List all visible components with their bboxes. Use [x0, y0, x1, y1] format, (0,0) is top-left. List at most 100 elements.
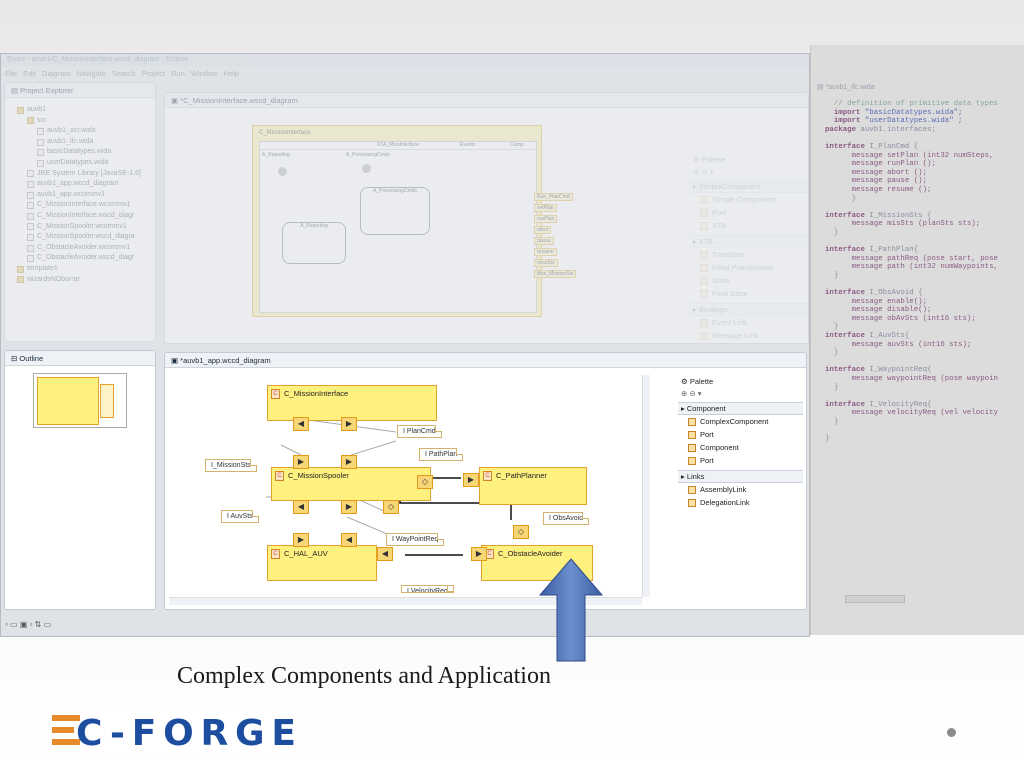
port-icon[interactable]: ▶: [293, 533, 309, 547]
palette-item-event-link[interactable]: Event Link: [690, 316, 808, 329]
port-icon[interactable]: ◇: [383, 500, 399, 514]
port-icon[interactable]: ◇: [513, 525, 529, 539]
palette-item-xta[interactable]: XTA: [690, 219, 808, 232]
palette-item-final-state[interactable]: Final State: [690, 287, 808, 300]
port-icon[interactable]: ▶: [341, 417, 357, 431]
interface-note[interactable]: I PathPlan: [419, 448, 464, 461]
palette-item-assemblylink[interactable]: AssemblyLink: [678, 483, 803, 496]
palette-item-message-link[interactable]: Message Link: [690, 329, 808, 342]
tree-item[interactable]: C_MissionInterface.wscd_diagr: [9, 211, 141, 222]
state-processing[interactable]: A_ProcessingCmds: [360, 187, 430, 235]
port-icon[interactable]: ◀: [293, 500, 309, 514]
palette-item-state[interactable]: State: [690, 274, 808, 287]
interface-note[interactable]: I ObsAvoid: [543, 512, 590, 525]
interface-note[interactable]: I VelocityReq: [401, 585, 454, 593]
tree-item[interactable]: JRE System Library [JavaSE-1.6]: [9, 169, 141, 180]
interface-note[interactable]: I PlanCmd: [397, 425, 442, 438]
code-scrollbar[interactable]: [845, 595, 905, 603]
palette-group-xta[interactable]: ▸ XTA: [690, 235, 808, 248]
interface-note[interactable]: I WayPointReq: [386, 533, 445, 546]
port-icon[interactable]: ◀: [293, 417, 309, 431]
xta-port[interactable]: pause: [534, 237, 554, 245]
menu-item-help[interactable]: Help: [223, 69, 239, 78]
palette-item-port[interactable]: Port: [678, 454, 803, 467]
tree-item[interactable]: wizardsNOborrar: [9, 275, 141, 286]
code-text-line: message resume ();: [825, 185, 932, 194]
palette-item-delegationlink[interactable]: DelegationLink: [678, 496, 803, 509]
outline-tab[interactable]: ⊟ Outline: [5, 351, 155, 366]
palette-group-simplecomponent[interactable]: ▸ SimpleComponent: [690, 180, 808, 193]
xta-port[interactable]: Run_PlanCmd: [534, 193, 573, 201]
tree-item[interactable]: template1: [9, 264, 141, 275]
port-icon[interactable]: ◀: [341, 533, 357, 547]
port-icon[interactable]: ▶: [293, 455, 309, 469]
port-icon[interactable]: ▶: [471, 547, 487, 561]
menu-item-search[interactable]: Search: [111, 69, 136, 78]
menu-item-file[interactable]: File: [5, 69, 18, 78]
diagram-icon: ▣: [171, 356, 181, 365]
palette-item-label: Component: [700, 443, 739, 452]
port-icon[interactable]: ◇: [417, 475, 433, 489]
outline-thumbnail[interactable]: [33, 373, 127, 428]
mission-interface-tab[interactable]: ▣ *C_MissionInterface.wscd_diagram: [165, 93, 808, 108]
app-diagram-tab[interactable]: ▣ *auvb1_app.wccd_diagram: [165, 353, 806, 368]
palette-item-initial-pseudostate[interactable]: Initial Pseudostate: [690, 261, 808, 274]
state-reporting[interactable]: A_Reporting: [282, 222, 346, 264]
horizontal-scrollbar[interactable]: [169, 597, 642, 605]
file-icon: [27, 244, 34, 252]
palette-item-component[interactable]: Component: [678, 441, 803, 454]
xta-port[interactable]: abort: [534, 226, 552, 234]
palette-item-port[interactable]: Port: [678, 428, 803, 441]
xta-port[interactable]: Msn_MissionSts: [534, 270, 577, 278]
zoom-tools[interactable]: ⊕ ⊖ ▾: [681, 389, 702, 398]
menu-item-navigate[interactable]: Navigate: [76, 69, 106, 78]
tree-item[interactable]: C_MissionSpooler.wscd_diagra: [9, 232, 141, 243]
zoom-tools[interactable]: ⊕ ⊖ ▾: [693, 167, 714, 176]
palette-group-component[interactable]: ▸ Component: [678, 402, 803, 415]
menu-item-window[interactable]: Window: [190, 69, 218, 78]
palette-item-transition[interactable]: Transition: [690, 248, 808, 261]
palette-item-port[interactable]: Port: [690, 206, 808, 219]
palette-group-bindings[interactable]: ▸ Bindings: [690, 303, 808, 316]
tree-item[interactable]: auvb1: [9, 105, 141, 116]
palette-group-links[interactable]: ▸ Links: [678, 470, 803, 483]
tree-item[interactable]: userDatatypes.wida: [9, 158, 141, 169]
xta-port[interactable]: setPlan: [534, 204, 557, 212]
tree-item[interactable]: C_ObstacleAvoider.wscd_diagr: [9, 253, 141, 264]
port-icon[interactable]: ▶: [341, 455, 357, 469]
port-icon[interactable]: ◀: [377, 547, 393, 561]
menu-item-diagram[interactable]: Diagram: [42, 69, 71, 78]
menu-item-run[interactable]: Run: [171, 69, 185, 78]
xta-port[interactable]: missSts: [534, 259, 558, 267]
vertical-scrollbar[interactable]: [642, 375, 650, 597]
code-tab[interactable]: ▤ *auvb1_ifc.wida: [817, 83, 875, 91]
tree-item[interactable]: auvb1_app.wcommv1: [9, 190, 141, 201]
tree-item[interactable]: auvb1_ifc.wida: [9, 137, 141, 148]
menu-item-project[interactable]: Project: [141, 69, 166, 78]
xta-port[interactable]: resume: [534, 248, 557, 256]
palette-item-clock-link[interactable]: Clock Link: [690, 342, 808, 343]
palette-item-complexcomponent[interactable]: ComplexComponent: [678, 415, 803, 428]
tree-item[interactable]: auvb1_app.wccd_diagram: [9, 179, 141, 190]
code-keyword: interface: [825, 400, 870, 409]
tree-item[interactable]: auvb1_act.wida: [9, 126, 141, 137]
interface-note[interactable]: I AuvSts: [221, 510, 259, 523]
xta-port[interactable]: runPlan: [534, 215, 558, 223]
palette-item-simple-component[interactable]: Simple Component: [690, 193, 808, 206]
tree-item[interactable]: basicDatatypes.wida: [9, 147, 141, 158]
port-icon[interactable]: ▶: [463, 473, 479, 487]
project-explorer-tab[interactable]: ▤ Project Explorer: [5, 83, 155, 98]
tree-item[interactable]: C_MissionInterface.wcommv1: [9, 200, 141, 211]
interface-note[interactable]: I_MissionSts: [205, 459, 257, 472]
menu-item-edit[interactable]: Edit: [23, 69, 37, 78]
tree-item[interactable]: C_ObstacleAvoider.wcommv1: [9, 243, 141, 254]
mission-interface-component[interactable]: C_MissionInterface XTA_MIssInterface A_R…: [252, 125, 542, 317]
tree-item[interactable]: src: [9, 116, 141, 127]
port-icon[interactable]: ▶: [341, 500, 357, 514]
tree-item[interactable]: C_MissionSpooler.wcommv1: [9, 222, 141, 233]
